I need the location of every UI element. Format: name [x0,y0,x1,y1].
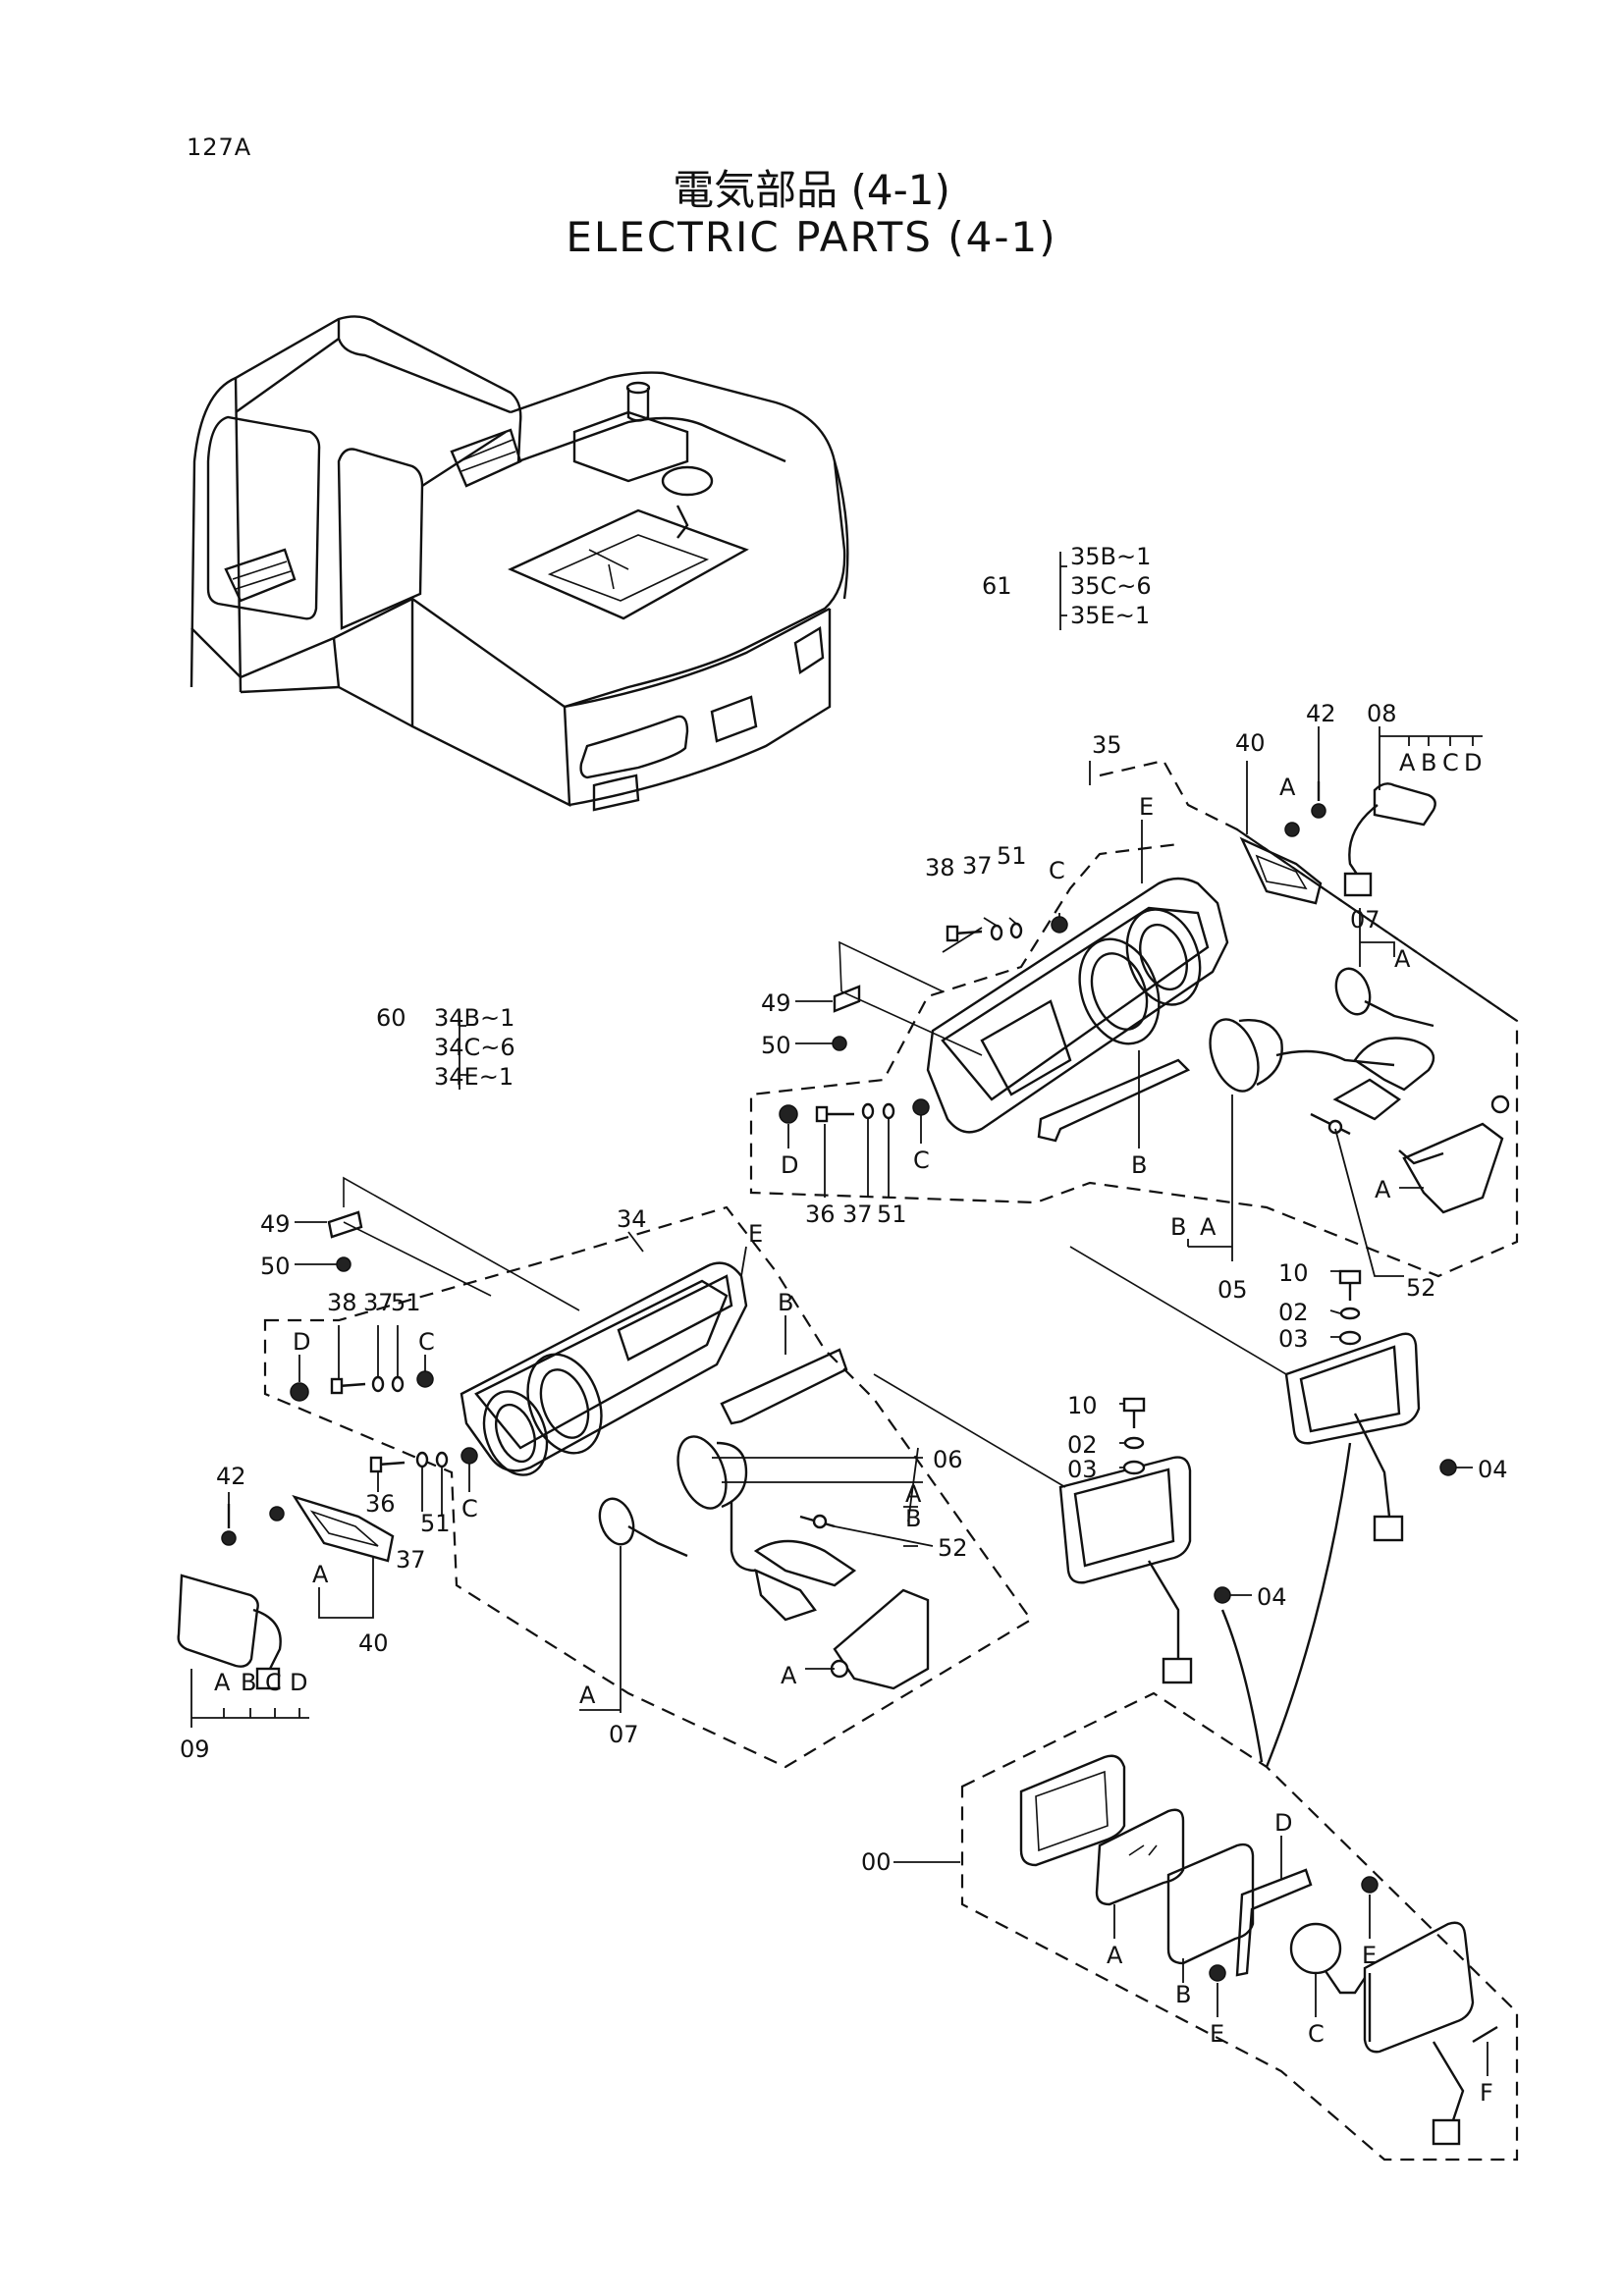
label-A-lower-bezel: A [312,1561,329,1588]
callout-04-right: 04 [1478,1456,1508,1483]
callout-08: 08 [1367,700,1397,727]
label-B-08: B [1421,749,1436,776]
excavator-overview-drawing [189,315,849,812]
qty-61-line-1: 35B~1 [1070,543,1151,570]
callout-51-upper: 51 [997,842,1027,870]
label-F-kit: F [1480,2079,1493,2107]
leader-lines [190,552,1488,2076]
label-C-kit: C [1308,2020,1325,2048]
callout-37-lower-2: 37 [396,1546,426,1574]
callout-labels: 61 35B~1 35C~6 35E~1 35 E 40 42 A 08 A B… [180,543,1508,2107]
label-E-upper: E [1139,793,1154,821]
label-C-08: C [1442,749,1459,776]
callout-50-upper: 50 [761,1032,791,1059]
label-C-upper-lower: C [913,1147,930,1174]
callout-40-lower: 40 [358,1629,389,1657]
label-A-07-upper: A [1394,945,1411,973]
callout-09: 09 [180,1735,210,1763]
callout-38-upper: 38 [925,854,955,881]
lamp-kit-00 [960,1691,1519,2162]
callout-10-left: 10 [1067,1392,1098,1419]
callout-37-upper: 37 [962,852,993,880]
callout-49-lower: 49 [260,1210,291,1238]
label-A-kit: A [1107,1942,1123,1969]
callout-42-lower: 42 [216,1463,246,1490]
qty-61-line-2: 35C~6 [1070,572,1152,600]
label-B-kit: B [1175,1981,1191,2008]
label-A-07-lower: A [579,1682,596,1709]
page-id: 127A [187,133,252,161]
label-D-lower: D [293,1328,310,1356]
work-lights [873,1246,1457,1768]
label-D-upper: D [781,1151,798,1179]
label-E-lower: E [748,1220,763,1248]
upper-light-assembly [749,759,1519,1278]
label-D-08: D [1464,749,1482,776]
callout-50-lower: 50 [260,1253,291,1280]
title-japanese: 電気部品 (4-1) [673,166,950,214]
label-C-09: C [265,1669,282,1696]
label-B-upper: B [1131,1151,1147,1179]
qty-60-line-2: 34C~6 [434,1034,515,1061]
label-A-06: A [905,1480,922,1508]
callout-42-upper: 42 [1306,700,1336,727]
callout-51-lower-2: 51 [420,1510,451,1537]
callout-36-lower: 36 [365,1490,396,1518]
label-A-05: A [1200,1213,1217,1241]
qty-60-line-3: 34E~1 [434,1063,514,1091]
label-C-lower-bottom: C [461,1495,478,1522]
title-english: ELECTRIC PARTS (4-1) [566,213,1057,261]
callout-36-upper: 36 [805,1201,836,1228]
label-A-upper-bezel: A [1279,774,1296,801]
label-A-upper-bracket: A [1375,1176,1391,1203]
callout-51-upper-lower: 51 [877,1201,907,1228]
callout-07-upper: 07 [1350,906,1380,934]
label-C-lower-top: C [418,1328,435,1356]
callout-38-lower: 38 [327,1289,357,1316]
label-D-09: D [290,1669,307,1696]
label-B-05: B [1170,1213,1186,1241]
callout-35: 35 [1092,731,1122,759]
callout-04-left: 04 [1257,1583,1287,1611]
label-C-upper-top: C [1049,857,1065,884]
label-E-kit-upper: E [1362,1942,1377,1969]
callout-52-upper: 52 [1406,1274,1436,1302]
label-E-kit-lower: E [1210,2020,1224,2048]
callout-51-lower: 51 [391,1289,421,1316]
callout-37-lower: 37 [363,1289,394,1316]
callout-10-right: 10 [1278,1259,1309,1287]
callout-52-lower: 52 [938,1534,968,1562]
label-A-09: A [214,1669,231,1696]
callout-05: 05 [1217,1276,1248,1304]
label-A-08: A [1399,749,1416,776]
callout-06: 06 [933,1446,963,1473]
callout-40-upper: 40 [1235,729,1266,757]
callout-02-left: 02 [1067,1431,1098,1459]
callout-61: 61 [982,572,1012,600]
callout-49-upper: 49 [761,989,791,1017]
callout-00: 00 [861,1848,892,1876]
label-D-kit: D [1274,1809,1292,1837]
callout-03-left: 03 [1067,1456,1098,1483]
callout-07-lower: 07 [609,1721,639,1748]
callout-34: 34 [617,1205,647,1233]
label-B-06: B [905,1505,921,1532]
qty-61-line-3: 35E~1 [1070,602,1150,629]
callout-03-right: 03 [1278,1325,1309,1353]
label-A-lower-bracket: A [781,1662,797,1689]
label-B-09: B [241,1669,256,1696]
qty-60-line-1: 34B~1 [434,1004,514,1032]
label-B-lower: B [778,1289,793,1316]
callout-02-right: 02 [1278,1299,1309,1326]
callout-37-upper-lower: 37 [842,1201,873,1228]
lower-light-assembly [177,1176,1033,1769]
callout-60: 60 [376,1004,406,1032]
